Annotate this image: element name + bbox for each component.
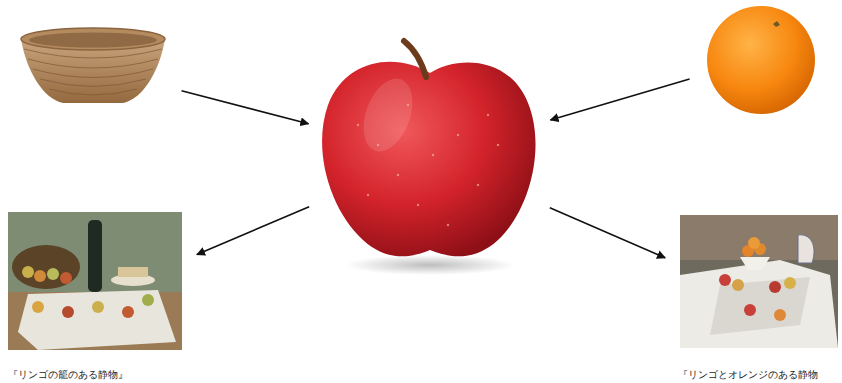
- apple-node: [322, 38, 537, 273]
- arrow-connector: [550, 208, 665, 258]
- orange-node: [703, 2, 819, 114]
- painting-node: 『リンゴの籠のある静物』: [8, 212, 184, 383]
- painting-node: 『リンゴとオレンジのある静物: [678, 215, 842, 383]
- arrow-connector: [550, 79, 689, 120]
- orange-illustration: [703, 2, 819, 116]
- apple-illustration: [318, 35, 543, 280]
- still-life-painting: [680, 215, 838, 348]
- painting-title: 『リンゴとオレンジのある静物: [678, 368, 818, 381]
- arrow-connector: [197, 207, 309, 255]
- basket-node: [18, 25, 168, 110]
- painting-title: 『リンゴの籠のある静物』: [8, 368, 128, 381]
- still-life-painting: [8, 212, 182, 350]
- arrow-connector: [182, 91, 309, 124]
- basket-illustration: [18, 25, 168, 110]
